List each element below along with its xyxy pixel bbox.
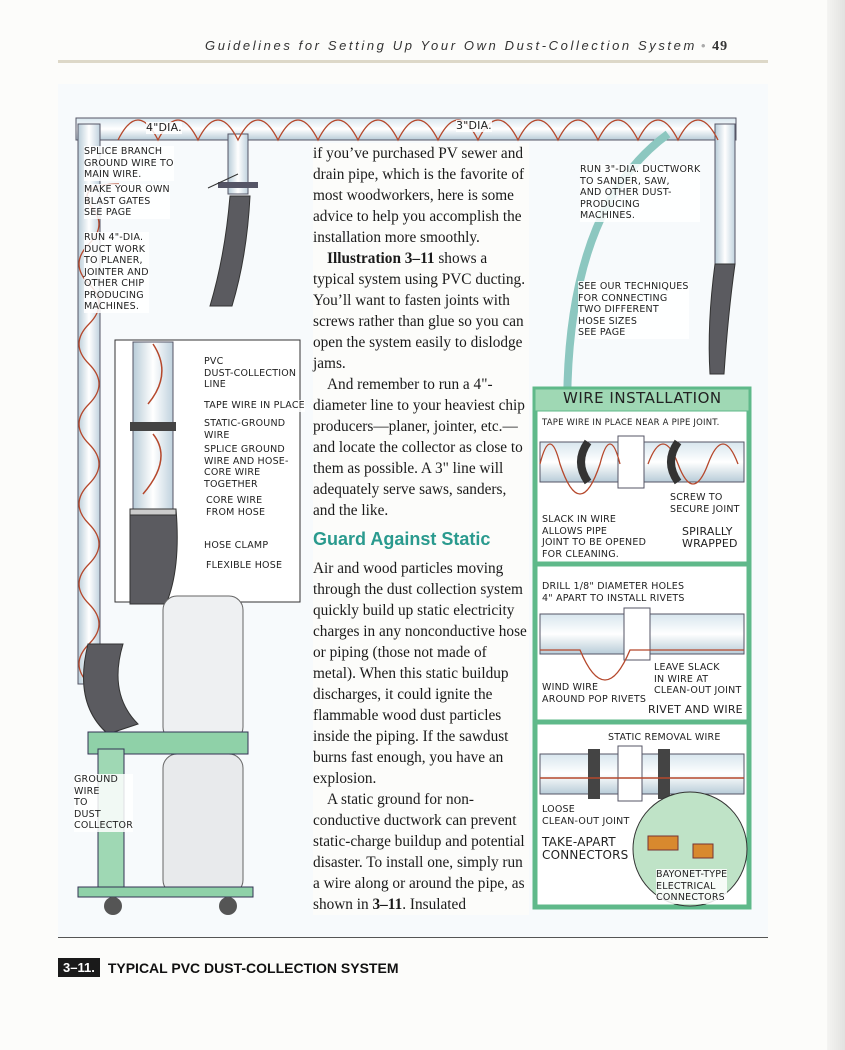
flexible-hose — [129, 508, 178, 605]
caption-text: TYPICAL PVC DUST-COLLECTION SYSTEM — [107, 959, 399, 976]
label-3in-dia: 3"DIA. — [456, 119, 492, 132]
figure-reference: Illustration 3–11 — [327, 250, 435, 267]
page-edge — [827, 0, 845, 1050]
label-bayonet: Bayonet-type electrical connectors — [656, 869, 728, 904]
label-rivet-and-wire: Rivet and wire — [648, 703, 743, 716]
label-4in-dia: 4"DIA. — [146, 121, 182, 134]
label-see-techniques: See our techniques for connecting two di… — [578, 281, 689, 339]
label-screw: Screw to secure joint — [670, 492, 740, 515]
paragraph: Illustration 3–11 shows a typical system… — [313, 248, 529, 374]
label-slack: Slack in wire allows pipe joint to be op… — [542, 514, 647, 560]
paragraph: if you’ve purchased PV sewer and drain p… — [313, 145, 525, 246]
body-text: if you’ve purchased PV sewer and drain p… — [313, 143, 529, 915]
paragraph-text: A static ground for non-conductive ductw… — [313, 791, 525, 913]
label-pvc-line: PVC dust-collection line — [204, 356, 297, 391]
label-spirally-wrapped: Spirally wrapped — [682, 525, 738, 550]
paragraph: And remember to run a 4"-diameter line t… — [313, 376, 525, 519]
paragraph-text: . Insulated — [402, 896, 466, 913]
label-drill: Drill 1/8" diameter holes 4" apart to in… — [542, 581, 685, 604]
collector-bag-top — [162, 595, 244, 742]
page-number: 49 — [712, 39, 729, 54]
paragraph-text: shows a typical system using PVC ducting… — [313, 250, 526, 372]
header-rule — [58, 60, 768, 63]
label-tape-near-joint: Tape wire in place near a pipe joint. — [542, 418, 720, 430]
section-heading: Guard Against Static — [313, 529, 491, 549]
collector-frame — [87, 731, 249, 755]
label-loose-joint: Loose clean-out joint — [542, 804, 630, 827]
figure-reference: 3–11 — [372, 896, 403, 913]
label-wind-wire: Wind wire around pop rivets — [542, 682, 647, 705]
label-take-apart: Take-apart connectors — [542, 835, 629, 862]
running-head: Guidelines for Setting Up Your Own Dust-… — [205, 38, 729, 54]
collector-bag — [162, 753, 244, 895]
wire-installation-title: Wire Installation — [563, 389, 722, 407]
label-flexible-hose: Flexible hose — [206, 560, 283, 572]
label-tape-wire: Tape wire in place — [204, 400, 305, 412]
label-run-3in: Run 3"-dia. ductwork to sander, saw, and… — [580, 164, 701, 222]
wheel — [219, 897, 237, 915]
label-static-ground: Static-ground wire — [204, 418, 286, 441]
branch-hose-3in — [708, 263, 736, 375]
label-hose-clamp: Hose clamp — [204, 540, 269, 552]
branch-hose-4in — [209, 195, 251, 307]
label-blast-gates: Make your own blast gates see page — [84, 184, 170, 219]
paragraph: Air and wood particles moving through th… — [313, 560, 527, 787]
figure-caption: 3–11. TYPICAL PVC DUST-COLLECTION SYSTEM — [58, 958, 398, 977]
caption-number: 3–11. — [58, 958, 100, 977]
label-core-wire: Core wire from hose — [206, 495, 266, 518]
label-splice-core: Splice ground wire and hose- core wire t… — [204, 444, 289, 490]
label-leave-slack: Leave slack in wire at clean-out joint — [654, 662, 742, 697]
running-title: Guidelines for Setting Up Your Own Dust-… — [205, 38, 697, 53]
paragraph: A static ground for non-conductive ductw… — [313, 789, 529, 915]
wheel — [104, 897, 122, 915]
label-splice-branch: Splice branch ground wire to main wire. — [84, 146, 174, 181]
illustration-3-11: if you’ve purchased PV sewer and drain p… — [58, 84, 768, 938]
label-run-4in: Run 4"-dia. duct work to planer, jointer… — [84, 232, 149, 313]
label-static-removal: Static removal wire — [608, 732, 721, 744]
label-ground-collector: Ground wire to dust collector — [74, 774, 134, 832]
